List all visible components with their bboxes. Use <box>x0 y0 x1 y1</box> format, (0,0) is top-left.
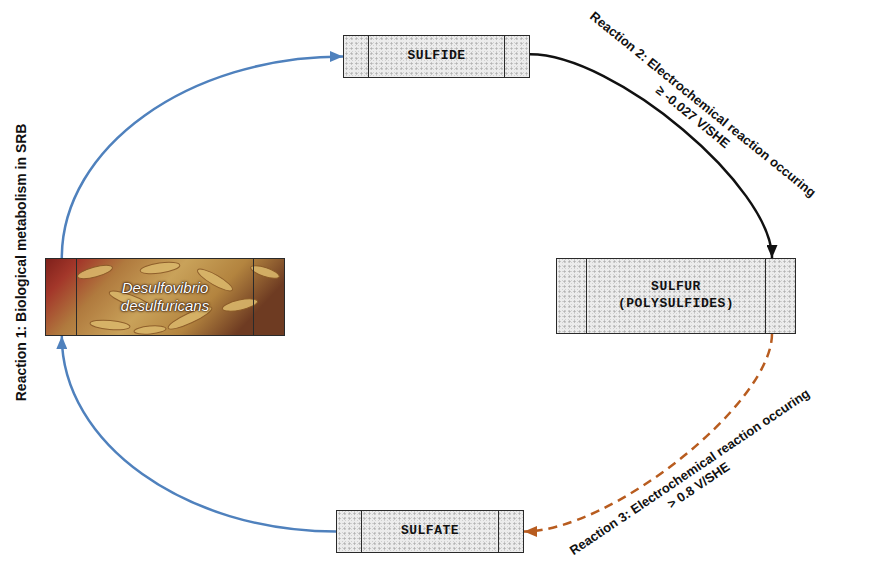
reaction-label: Reaction 1: Biological metabolism in SRB <box>13 123 30 401</box>
metabolism-arrow <box>62 336 336 532</box>
compound-box: SULFATE <box>336 510 524 553</box>
box-label: SULFUR (POLYSULFIDES) <box>611 279 741 313</box>
organism-box: Desulfovibrio desulfuricans <box>45 258 285 336</box>
box-label: SULFIDE <box>407 48 465 65</box>
compound-box: SULFIDE <box>343 35 530 78</box>
compound-box: SULFUR (POLYSULFIDES) <box>556 258 796 334</box>
box-label: Desulfovibrio desulfuricans <box>83 279 247 315</box>
box-label: SULFATE <box>401 523 459 540</box>
reaction-label: Reaction 3: Electrochemical reaction occ… <box>565 385 823 573</box>
metabolism-arrow <box>62 57 343 259</box>
reaction-label: Reaction 2: Electrochemical reaction occ… <box>576 7 821 214</box>
